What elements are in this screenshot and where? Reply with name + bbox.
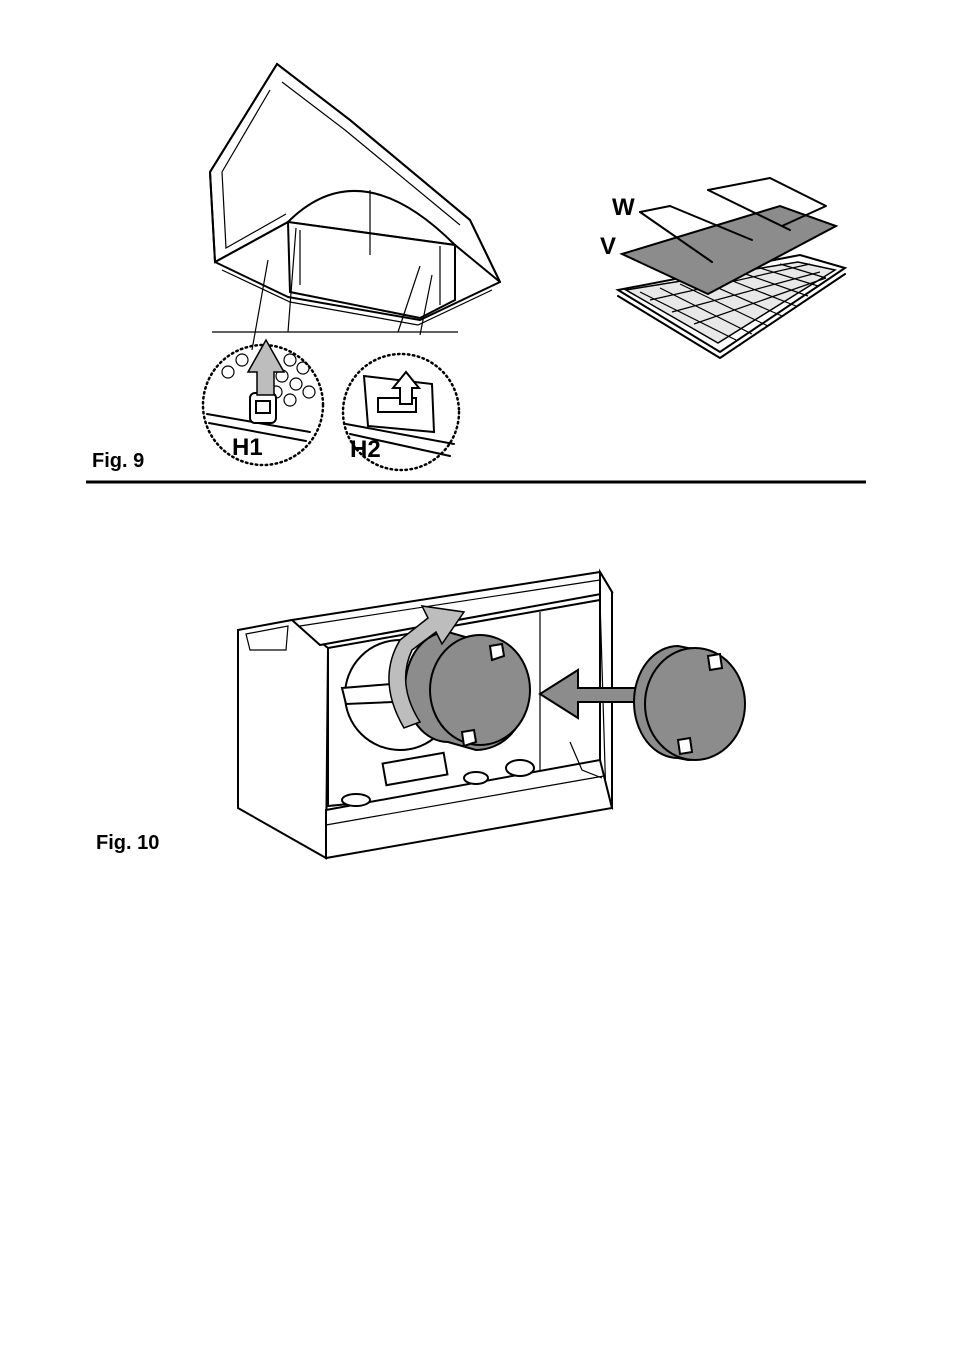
fig9-label-v: V: [600, 233, 616, 260]
fig9-h1-detail: [203, 340, 323, 465]
fig10-carbon-filter: [634, 646, 745, 760]
fig9-label-h1: H1: [232, 434, 263, 461]
fig9-label-h2: H2: [350, 436, 381, 463]
fig10-hood-drawing: [238, 572, 612, 858]
fig9-label-w: W: [612, 194, 635, 221]
fig9-caption: Fig. 9: [92, 450, 144, 472]
fig9-hood-drawing: [210, 64, 500, 350]
fig9-filter-mats: [618, 178, 845, 358]
fig10-caption: Fig. 10: [96, 832, 159, 854]
